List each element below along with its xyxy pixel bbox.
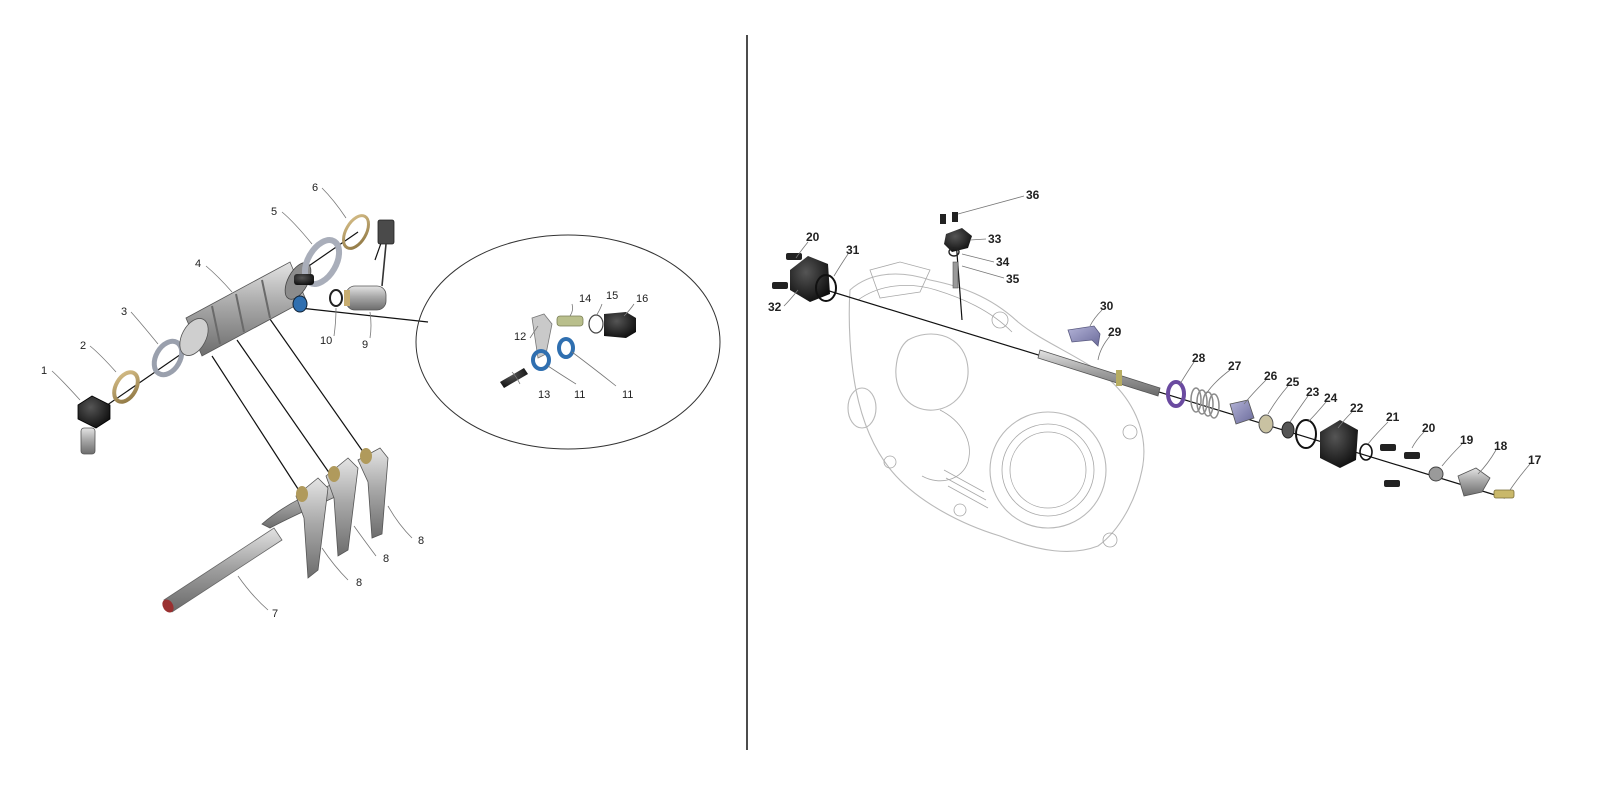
shift-bracket	[1067, 325, 1101, 347]
blue-washer	[292, 295, 308, 313]
retaining-screw	[294, 274, 314, 285]
callout-9: 9	[362, 339, 368, 351]
callout-2: 2	[80, 340, 86, 352]
sensor-pin	[952, 261, 959, 289]
left-leader-lines	[51, 187, 413, 611]
callout-36: 36	[1026, 188, 1040, 202]
cover-bolt	[1404, 452, 1420, 459]
callout-19: 19	[1460, 433, 1474, 447]
gear-lever-shaft-assembly	[772, 195, 1531, 553]
left-cover	[790, 256, 830, 302]
callout-8a: 8	[356, 577, 362, 589]
callouts-detail: 11 11 12 13 14 15 16	[514, 290, 648, 401]
cover-bolt	[786, 253, 802, 260]
callout-14: 14	[579, 293, 591, 305]
right-cover	[1320, 420, 1358, 468]
cover-bolt	[1384, 480, 1400, 487]
axis-line	[955, 239, 963, 321]
callout-5: 5	[271, 206, 277, 218]
detail-view	[415, 234, 721, 450]
callout-26: 26	[1264, 369, 1278, 383]
callout-12: 12	[514, 331, 526, 343]
callout-21: 21	[1386, 410, 1400, 424]
callout-24: 24	[1324, 391, 1338, 405]
callout-20b: 20	[1422, 421, 1436, 435]
callout-22: 22	[1350, 401, 1364, 415]
callout-33: 33	[988, 232, 1002, 246]
large-brass-ring	[342, 214, 370, 250]
small-ring	[1281, 421, 1295, 439]
callout-27: 27	[1228, 359, 1242, 373]
o-ring	[329, 289, 343, 307]
return-spring	[1190, 387, 1220, 419]
shaft-bushing	[1229, 399, 1255, 425]
steel-ring	[151, 338, 185, 378]
detail-o-ring	[588, 314, 604, 334]
callout-32: 32	[768, 300, 782, 314]
callout-25: 25	[1286, 375, 1300, 389]
axis-line	[236, 339, 331, 475]
axis-line	[211, 355, 301, 493]
cover-bolt	[1380, 444, 1396, 451]
callout-16: 16	[636, 293, 648, 305]
cover-bolt	[772, 282, 788, 289]
callout-13: 13	[538, 389, 550, 401]
shift-drum	[179, 261, 312, 357]
gear-sensor	[344, 219, 395, 311]
callout-6: 6	[312, 182, 318, 194]
sensor-o-ring	[948, 247, 960, 257]
callouts-left: 1 2 3 4 5 6 7 8 8 8 9 10	[41, 182, 424, 620]
detail-leader-lines	[511, 303, 635, 387]
detail-ellipse	[415, 234, 721, 450]
callout-17: 17	[1528, 453, 1542, 467]
callout-30: 30	[1100, 299, 1114, 313]
shift-forks	[261, 447, 389, 579]
blue-washer	[531, 349, 551, 371]
detail-plug	[604, 312, 636, 338]
blue-washer	[557, 337, 575, 359]
callout-4: 4	[195, 258, 201, 270]
axis-line	[299, 307, 429, 323]
callout-1: 1	[41, 365, 47, 377]
callout-23: 23	[1306, 385, 1320, 399]
detail-bolt	[500, 368, 528, 388]
callout-10: 10	[320, 335, 332, 347]
callout-11a: 11	[574, 389, 585, 401]
callout-15: 15	[606, 290, 618, 302]
shaft-bearing	[1258, 414, 1274, 434]
lever-nut	[1428, 466, 1444, 482]
brass-ring	[112, 370, 140, 404]
sensor-part	[77, 395, 111, 455]
callouts-right: 17 18 19 20 20 21 22 23 24 25 26 27 28 2…	[768, 188, 1542, 467]
callout-31: 31	[846, 243, 860, 257]
position-sensor	[944, 228, 972, 252]
callout-35: 35	[1006, 272, 1020, 286]
callout-18: 18	[1494, 439, 1508, 453]
callout-8c: 8	[418, 535, 424, 547]
callout-7: 7	[272, 608, 278, 620]
callout-28: 28	[1192, 351, 1206, 365]
axis-line	[264, 311, 367, 457]
right-leader-lines	[783, 195, 1531, 491]
callout-3: 3	[121, 306, 127, 318]
sensor-screw	[940, 214, 946, 224]
lever-bolt	[1493, 489, 1515, 499]
callout-34: 34	[996, 255, 1010, 269]
detent-spring	[556, 315, 584, 327]
gearshift-drum-assembly	[51, 187, 429, 613]
fork-rod	[162, 527, 283, 613]
cover-o-ring	[815, 274, 837, 302]
shaft-seal	[1359, 443, 1373, 461]
sensor-screw	[952, 212, 958, 222]
callout-8b: 8	[383, 553, 389, 565]
lever-clamp	[1457, 467, 1491, 497]
shaft-collar	[1116, 370, 1122, 386]
crankcase-outline	[847, 261, 1145, 553]
purple-washer	[1166, 380, 1186, 408]
callout-29: 29	[1108, 325, 1122, 339]
seal-o-ring	[1295, 419, 1317, 449]
callout-11b: 11	[622, 389, 633, 401]
callout-20a: 20	[806, 230, 820, 244]
